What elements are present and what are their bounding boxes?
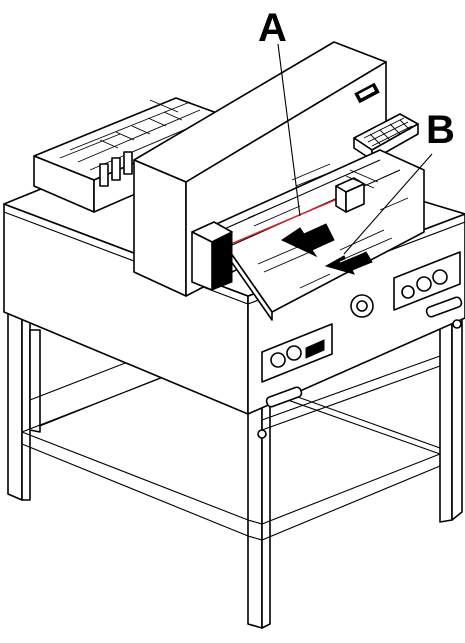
backgauge-fingers	[59, 99, 213, 187]
leader-line-a	[277, 43, 301, 217]
front-controls	[257, 251, 463, 439]
main-housing-front	[133, 159, 187, 297]
leg-right-front	[439, 317, 453, 523]
leg-middle-front	[247, 387, 263, 629]
callout-label-a: A	[258, 6, 287, 50]
lower-shelf-front	[21, 431, 441, 525]
cut-line	[225, 191, 355, 247]
handle-right	[425, 296, 463, 318]
leader-line-b	[343, 153, 433, 255]
push-arrows	[280, 223, 373, 275]
side-block-left	[191, 231, 213, 291]
push-arrow-large-icon	[280, 223, 335, 258]
glass-reflection	[247, 163, 409, 289]
keypad-icon	[363, 117, 413, 147]
push-arrow-small-icon	[324, 251, 373, 275]
handle-left	[265, 386, 303, 408]
callout-label-b: B	[426, 108, 455, 152]
